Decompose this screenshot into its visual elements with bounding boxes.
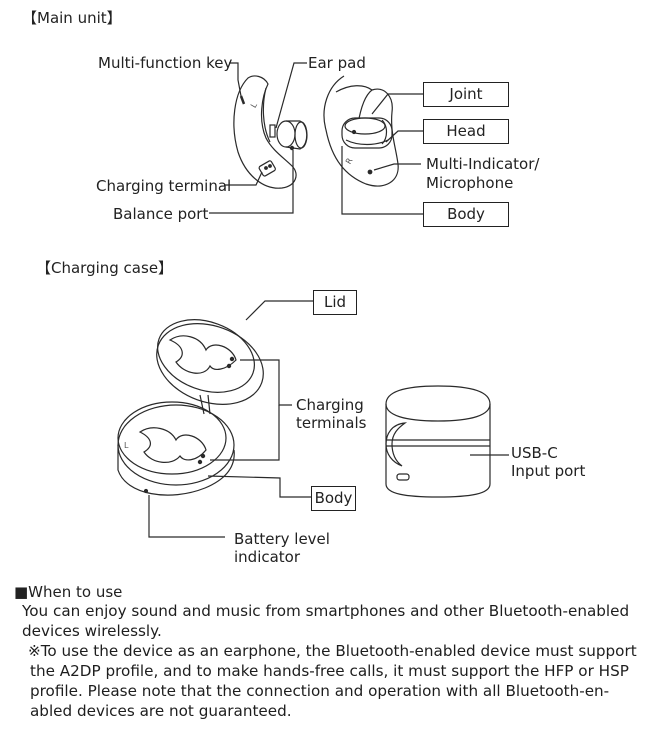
- ear-pad-label: Ear pad: [308, 54, 366, 72]
- note-line: ※To use the device as an earphone, the B…: [28, 642, 637, 660]
- body-label: Body: [447, 205, 485, 223]
- earphone-right-illustration: R: [323, 75, 399, 187]
- when-to-use-intro: You can enjoy sound and music from smart…: [22, 601, 629, 641]
- when-to-use-note: ※To use the device as an earphone, the B…: [28, 641, 637, 721]
- case-body-label-box: Body: [311, 486, 356, 511]
- usb-c-label-line2: Input port: [511, 462, 586, 480]
- joint-label: Joint: [449, 85, 483, 103]
- note-line: abled devices are not guaranteed.: [30, 702, 292, 720]
- lid-label: Lid: [323, 293, 347, 311]
- svg-text:R: R: [344, 156, 355, 166]
- body-label-box: Body: [423, 202, 509, 227]
- note-line: profile. Please note that the connection…: [30, 682, 610, 700]
- usb-c-label-line1: USB-C: [511, 444, 558, 462]
- battery-indicator-label-line1: Battery level: [234, 530, 330, 548]
- charging-terminals-label-line2: terminals: [296, 414, 367, 432]
- main-unit-heading: 【Main unit】: [22, 9, 122, 27]
- head-label-box: Head: [423, 119, 509, 144]
- charging-case-side-illustration: [385, 385, 509, 498]
- head-label: Head: [446, 122, 486, 140]
- case-body-label: Body: [314, 489, 353, 507]
- balance-port-label: Balance port: [113, 205, 209, 223]
- svg-text:L: L: [249, 101, 259, 110]
- multi-indicator-label-line1: Multi-Indicator/: [426, 155, 540, 173]
- multi-indicator-label-line2: Microphone: [426, 174, 514, 192]
- when-to-use-heading: ■When to use: [14, 583, 123, 601]
- joint-label-box: Joint: [423, 82, 509, 107]
- intro-line: You can enjoy sound and music from smart…: [22, 602, 630, 620]
- battery-indicator-label-line2: indicator: [234, 548, 301, 566]
- charging-terminal-label: Charging terminal: [96, 177, 232, 195]
- charging-terminals-label-line1: Charging: [296, 396, 364, 414]
- charging-case-heading: 【Charging case】: [36, 259, 174, 277]
- note-line: the A2DP profile, and to make hands-free…: [30, 662, 629, 680]
- intro-line: devices wirelessly.: [22, 622, 162, 640]
- charging-case-open-illustration: L: [117, 319, 264, 496]
- lid-label-box: Lid: [313, 290, 357, 315]
- svg-text:L: L: [124, 441, 129, 450]
- earphone-left-illustration: L: [233, 75, 308, 189]
- multi-function-key-label: Multi-function key: [98, 54, 233, 72]
